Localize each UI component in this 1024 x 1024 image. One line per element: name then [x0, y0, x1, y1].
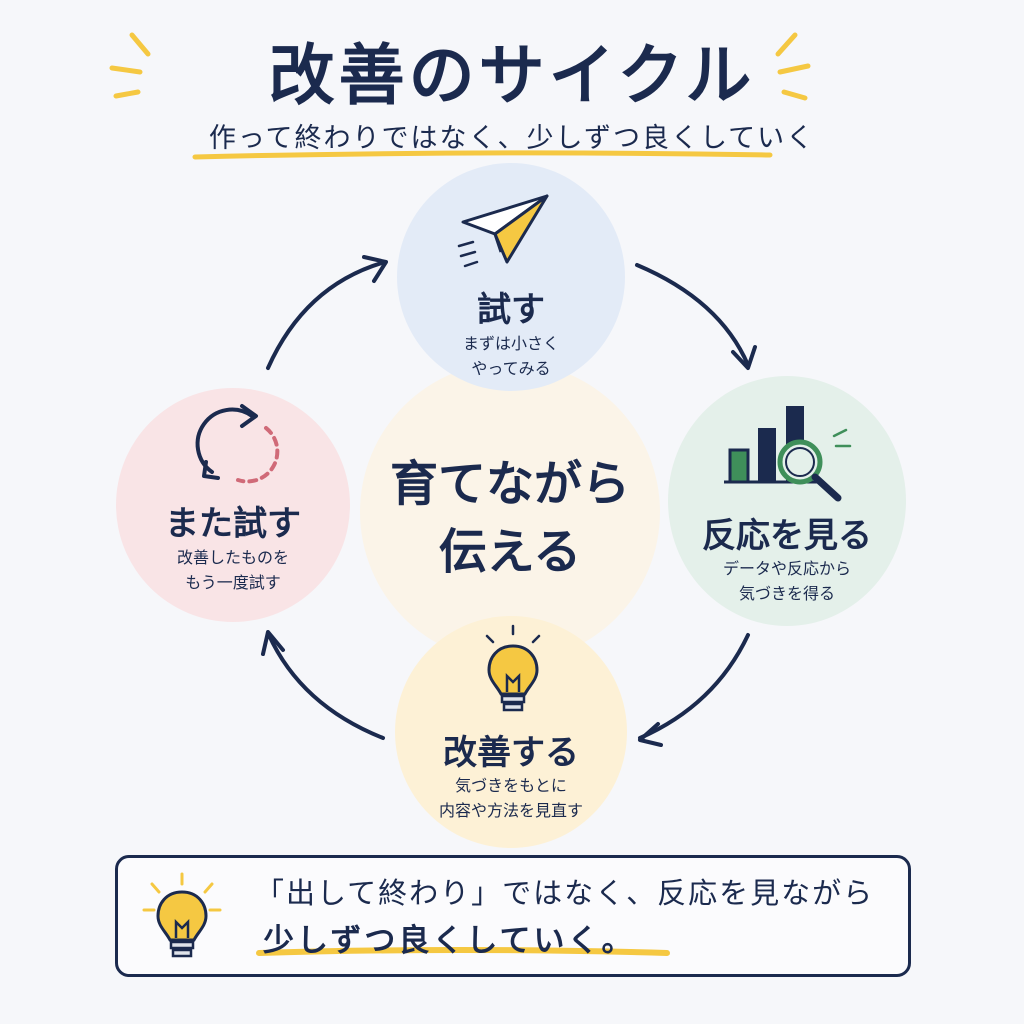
footer-line-2: 少しずつ良くしていく。	[263, 923, 636, 959]
page-subtitle: 作って終わりではなく、少しずつ良くしていく	[208, 123, 816, 154]
node-improve-title: 改善する	[443, 733, 579, 773]
node-retry-desc-line-1: 改善したものを	[176, 548, 289, 567]
refresh-cycle-icon	[195, 404, 280, 484]
node-retry-desc: 改善したものを もう一度試す	[116, 545, 350, 595]
footer-line-1: 「出して終わり」ではなく、反応を見ながら	[255, 876, 875, 910]
cycle-arrows	[261, 255, 757, 747]
subtitle-underline	[192, 150, 773, 160]
arrow-observe-to-improve	[638, 633, 750, 740]
arrow-try-to-observe	[635, 263, 750, 367]
center-circle	[360, 362, 660, 662]
node-try-title: 試す	[477, 290, 545, 330]
arrow-improve-to-retry	[266, 631, 385, 740]
node-try-desc-line-1: まずは小さく	[462, 334, 559, 353]
footer-message-box	[115, 855, 911, 977]
node-observe-desc-line-1: データや反応から	[722, 559, 851, 578]
node-retry-circle	[116, 388, 350, 622]
node-retry-desc-line-2: もう一度試す	[185, 573, 281, 592]
center-line-2: 伝える	[438, 524, 582, 580]
center-line-1: 育てながら	[389, 456, 630, 512]
page-title: 改善のサイクル	[268, 37, 756, 114]
node-improve-desc-line-1: 気づきをもとに	[455, 776, 567, 795]
node-observe-desc-line-2: 気づきを得る	[738, 584, 835, 603]
title-sparkle-left	[109, 32, 151, 99]
node-improve-desc-line-2: 内容や方法を見直す	[438, 801, 583, 820]
bar-chart-magnifier-icon	[724, 406, 852, 502]
node-retry-title: また試す	[165, 504, 301, 544]
light-bulb-icon	[485, 624, 541, 712]
node-try-desc: まずは小さく やってみる	[397, 331, 625, 381]
node-try-desc-line-2: やってみる	[471, 359, 551, 378]
node-improve-desc: 気づきをもとに 内容や方法を見直す	[395, 773, 627, 823]
footer-light-bulb-icon	[142, 872, 222, 958]
node-observe-desc: データや反応から 気づきを得る	[668, 556, 906, 606]
node-try-circle	[397, 163, 625, 391]
center-message: 育てながら 伝える	[360, 450, 660, 586]
arrow-retry-to-try	[266, 260, 387, 370]
paper-plane-icon	[457, 194, 549, 268]
footer-underline	[256, 947, 670, 956]
node-observe-title: 反応を見る	[702, 516, 872, 556]
title-sparkle-right	[775, 32, 811, 101]
